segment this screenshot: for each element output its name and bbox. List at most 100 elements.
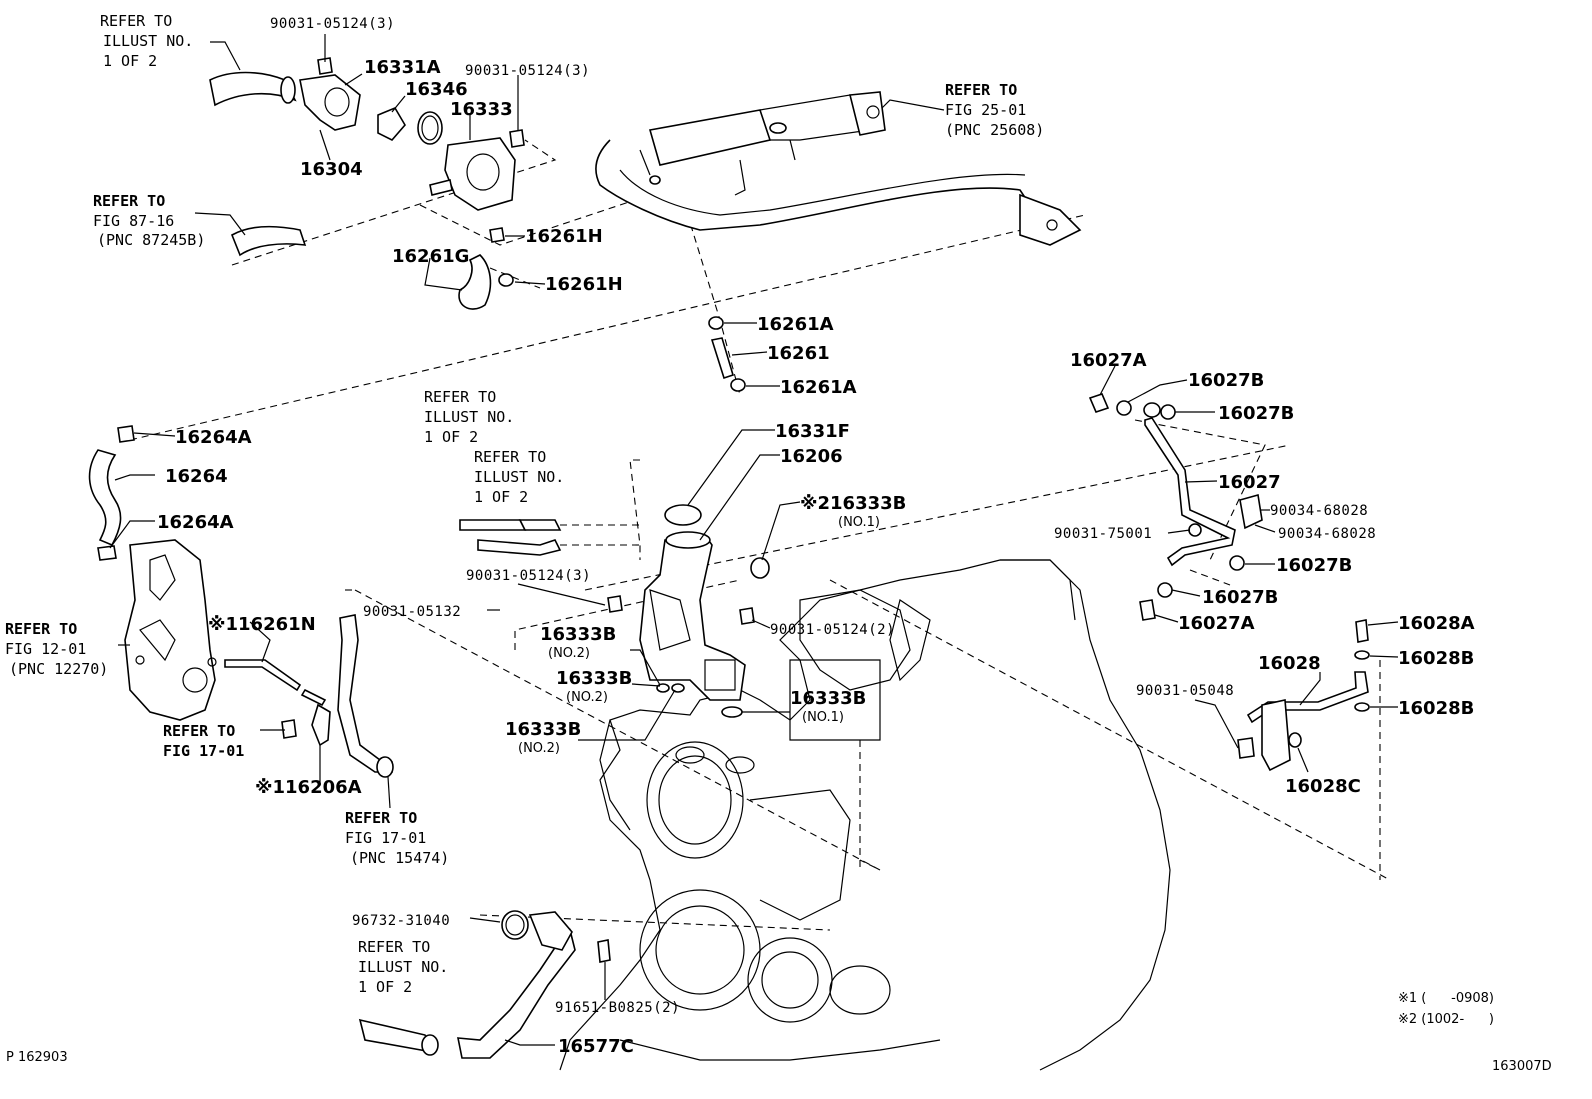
refer-6-line-2: FIG 12-01 <box>5 640 86 658</box>
refer-3-line-1: REFER TO <box>93 192 165 210</box>
footnote-2: ※2 (1002- ) <box>1398 1012 1494 1027</box>
refer-5-line-3: 1 OF 2 <box>474 488 528 506</box>
oil-pipe-16028-group <box>1237 619 1370 772</box>
refer-4-line-1: REFER TO <box>424 388 496 406</box>
label-90034-68028-b: 90034-68028 <box>1278 526 1376 542</box>
refer-1-line-3: 1 OF 2 <box>103 52 157 70</box>
bypass-pipe <box>337 614 394 778</box>
label-90031-05124-3-c: 90031-05124(3) <box>466 568 591 584</box>
refer-8-line-1: REFER TO <box>345 809 417 827</box>
label-16027b-d: 16027B <box>1202 587 1278 608</box>
label-16206: 16206 <box>780 446 843 467</box>
label-91651-b0825-2: 91651-B0825(2) <box>555 1000 680 1016</box>
label-16027a-a: 16027A <box>1070 350 1147 371</box>
refer-8-line-3: (PNC 15474) <box>350 849 449 867</box>
refer-3-line-3: (PNC 87245B) <box>97 231 205 249</box>
refer-1-line-2: ILLUST NO. <box>103 32 193 50</box>
pipe-16261n-group <box>224 659 331 747</box>
label-16028: 16028 <box>1258 653 1321 674</box>
oil-pipe-16027-group <box>1088 393 1263 621</box>
label-16261a-a: 16261A <box>757 314 834 335</box>
hose-16261-group <box>708 316 746 392</box>
heater-hoses <box>459 519 562 556</box>
label-16264a-a: 16264A <box>175 427 252 448</box>
refer-1-line-1: REFER TO <box>100 12 172 30</box>
refer-7-line-2: FIG 17-01 <box>163 742 244 760</box>
footer: ※1 ( -0908) ※2 (1002- ) P 162903 163007D <box>6 991 1552 1074</box>
upper-pipe-assembly <box>595 91 1082 246</box>
label-16264: 16264 <box>165 466 228 487</box>
label-16027b-b: 16027B <box>1218 403 1294 424</box>
thermostat-assembly <box>209 57 525 310</box>
label-16304: 16304 <box>300 159 363 180</box>
label-16027b-c: 16027B <box>1276 555 1352 576</box>
hose-16264-group <box>88 425 135 561</box>
label-16028b-a: 16028B <box>1398 648 1474 669</box>
label-16261h-b: 16261H <box>545 274 623 295</box>
label-16331a: 16331A <box>364 57 441 78</box>
label-16333b-no2-a-sub: (NO.2) <box>548 646 590 661</box>
refer-to-notes: REFER TO ILLUST NO. 1 OF 2 REFER TO FIG … <box>5 12 1044 996</box>
water-pump-cover <box>124 539 217 721</box>
label-16261a-b: 16261A <box>780 377 857 398</box>
label-16027b-a: 16027B <box>1188 370 1264 391</box>
label-16264a-b: 16264A <box>157 512 234 533</box>
label-16028a: 16028A <box>1398 613 1475 634</box>
lower-pipe-16577c-group <box>358 910 611 1059</box>
refer-4-line-2: ILLUST NO. <box>424 408 514 426</box>
page-code-right: 163007D <box>1492 1059 1552 1074</box>
engine-block-outline <box>559 559 1171 1071</box>
refer-2-line-2: FIG 25-01 <box>945 101 1026 119</box>
label-16333b-no1-b-sub: (NO.1) <box>802 710 844 725</box>
label-16333b-no2-c: 16333B <box>505 719 581 740</box>
label-16333b-no1-a-sub: (NO.1) <box>838 515 880 530</box>
refer-9-line-2: ILLUST NO. <box>358 958 448 976</box>
label-16206a: ※116206A <box>255 777 362 798</box>
label-16333b-no2-b-sub: (NO.2) <box>566 690 608 705</box>
label-16261n: ※116261N <box>208 614 316 635</box>
refer-8-line-2: FIG 17-01 <box>345 829 426 847</box>
label-16333b-no2-b: 16333B <box>556 668 632 689</box>
refer-5-line-2: ILLUST NO. <box>474 468 564 486</box>
refer-9-line-1: REFER TO <box>358 938 430 956</box>
label-16027a-b: 16027A <box>1178 613 1255 634</box>
refer-2-line-3: (PNC 25608) <box>945 121 1044 139</box>
label-16028b-b: 16028B <box>1398 698 1474 719</box>
label-90031-75001: 90031-75001 <box>1054 526 1152 542</box>
leader-lines <box>109 34 1399 1046</box>
label-90034-68028-a: 90034-68028 <box>1270 503 1368 519</box>
label-16333b-no2-c-sub: (NO.2) <box>518 741 560 756</box>
page-code-left: P 162903 <box>6 1050 68 1065</box>
refer-5-line-1: REFER TO <box>474 448 546 466</box>
label-16333b-no1-a: ※216333B <box>800 493 906 514</box>
label-90031-05048: 90031-05048 <box>1136 683 1234 699</box>
label-96732-31040: 96732-31040 <box>352 913 450 929</box>
label-16331f: 16331F <box>775 421 850 442</box>
label-90031-05124-3-a: 90031-05124(3) <box>270 16 395 32</box>
label-90031-05124-3-b: 90031-05124(3) <box>465 63 590 79</box>
label-16027: 16027 <box>1218 472 1281 493</box>
refer-7-line-1: REFER TO <box>163 722 235 740</box>
dashed-guides <box>129 139 1391 931</box>
footnote-1: ※1 ( -0908) <box>1398 991 1494 1006</box>
refer-9-line-3: 1 OF 2 <box>358 978 412 996</box>
label-16346: 16346 <box>405 79 468 100</box>
refer-4-line-3: 1 OF 2 <box>424 428 478 446</box>
label-16333b-no1-b: 16333B <box>790 688 866 709</box>
label-16261g: 16261G <box>392 246 469 267</box>
refer-6-line-3: (PNC 12270) <box>9 660 108 678</box>
refer-6-line-1: REFER TO <box>5 620 77 638</box>
label-90031-05124-2: 90031-05124(2) <box>770 622 895 638</box>
label-16261: 16261 <box>767 343 830 364</box>
label-16577c: 16577C <box>558 1036 634 1057</box>
label-16261h-a: 16261H <box>525 226 603 247</box>
label-16333b-no2-a: 16333B <box>540 624 616 645</box>
label-16333: 16333 <box>450 99 513 120</box>
part-labels: 90031-05124(3) 16331A 90031-05124(3) 163… <box>157 16 1475 1057</box>
label-90031-05132: 90031-05132 <box>363 604 461 620</box>
water-outlet-group <box>607 504 770 718</box>
refer-3-line-2: FIG 87-16 <box>93 212 174 230</box>
refer-2-line-1: REFER TO <box>945 81 1017 99</box>
